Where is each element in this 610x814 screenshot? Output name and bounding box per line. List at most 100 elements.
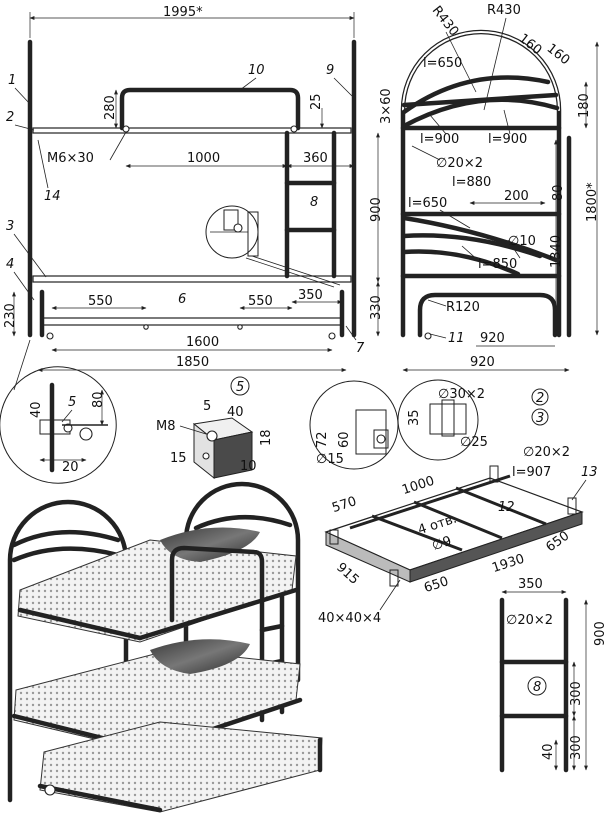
iso-post — [389, 569, 399, 587]
iso-post — [489, 465, 499, 483]
bunk-bed-illustration — [7, 481, 323, 813]
dim-1340: 1340 — [549, 235, 564, 268]
leader — [179, 425, 207, 435]
foot-caster — [424, 332, 432, 340]
dim-arc: l=850 — [478, 257, 517, 272]
detail-bolt — [63, 423, 73, 433]
bracket-plate — [247, 211, 259, 257]
dim-gap: 160 — [544, 41, 573, 68]
leader — [245, 257, 335, 288]
block-hole — [202, 452, 210, 460]
detail-label-circle — [531, 388, 549, 406]
part-number: 1 — [8, 73, 16, 88]
dim-trundle-height: 330 — [369, 295, 384, 320]
part-number: 8 — [310, 195, 318, 210]
dim-tube: ∅20×2 — [523, 445, 570, 460]
bed-arc — [11, 546, 121, 563]
arc-lower — [401, 233, 543, 259]
dim-arc: l=900 — [488, 132, 527, 147]
caster — [46, 332, 54, 340]
dim-60: 60 — [337, 431, 352, 448]
bracket-bolt — [233, 223, 243, 233]
dim-foot-width: 920 — [480, 331, 505, 346]
leader — [345, 325, 357, 341]
detail-roller — [79, 427, 93, 441]
leader — [333, 77, 353, 97]
dim-300a: 300 — [569, 681, 584, 706]
dim-trundle-depth: 350 — [298, 288, 323, 303]
dim-dia25: ∅25 — [460, 435, 488, 450]
upper-frame-rail — [17, 607, 143, 641]
slat-hole — [143, 324, 149, 330]
leader — [439, 209, 471, 229]
dim-arc: l=900 — [420, 132, 459, 147]
upper-guard-rail — [169, 545, 265, 623]
dim-overall-height: 1800* — [585, 182, 600, 222]
dim-5: 5 — [203, 399, 211, 414]
dim-small-dia: ∅10 — [508, 234, 536, 249]
detail-5: 5 M8 5 40 18 15 10 — [156, 376, 274, 480]
dim-300b: 300 — [569, 735, 584, 760]
leader — [251, 255, 341, 286]
dim-1000: 1000 — [400, 474, 436, 498]
detail-label: 5 — [236, 380, 244, 395]
dim-570: 570 — [330, 494, 358, 516]
dim-tube: ∅20×2 — [436, 156, 483, 171]
trundle-wheel — [44, 784, 56, 796]
leader — [461, 245, 481, 263]
dim-650a: 650 — [422, 574, 450, 596]
dim-gap: 160 — [516, 31, 545, 58]
detail-label-circle — [527, 676, 547, 696]
leader — [483, 17, 507, 111]
bed-arch-back — [183, 481, 301, 683]
part-number: 13 — [581, 465, 598, 480]
leader — [411, 145, 441, 161]
dim-dia15: ∅15 — [316, 452, 344, 467]
bed-arc — [11, 529, 121, 548]
dim-200: 200 — [504, 189, 529, 204]
dim-overall-width: 920 — [470, 355, 495, 370]
leader — [571, 479, 587, 501]
detail-label: 3 — [536, 411, 544, 426]
leader — [445, 31, 477, 93]
leader — [13, 271, 35, 301]
leader — [429, 333, 447, 339]
dim-915: 915 — [333, 560, 361, 588]
dim-overall-width: 1995* — [163, 5, 203, 20]
leader — [13, 233, 47, 278]
dim-ladder-width: 350 — [518, 577, 543, 592]
iso-slat — [455, 486, 547, 526]
side-view: R430 R430 l=650 160 160 3×60 180 l=900 l… — [379, 3, 600, 372]
part-number: 5 — [68, 395, 76, 410]
dim-thread: M8 — [156, 419, 176, 434]
iso-slat — [371, 514, 463, 552]
dim-15: 15 — [170, 451, 187, 466]
front-view: 1995* 280 25 M6×30 1000 360 900 330 230 … — [3, 5, 384, 372]
leader — [37, 139, 49, 189]
iso-rail — [349, 474, 511, 530]
dim-arc: l=650 — [408, 196, 447, 211]
dim-80: 80 — [91, 391, 106, 408]
trundle-rail — [37, 783, 163, 813]
dim-18: 18 — [259, 429, 274, 446]
part-number: 9 — [326, 63, 334, 78]
leader — [379, 579, 401, 611]
detail-label: 2 — [536, 391, 544, 406]
detail-label: 8 — [533, 680, 541, 695]
detail-circle — [0, 366, 117, 484]
detail-socket — [429, 403, 467, 435]
trundle-foot — [417, 292, 558, 338]
ladder-detail: 350 ∅20×2 8 900 300 300 40 — [499, 577, 608, 773]
dim-10: 10 — [240, 459, 257, 474]
detail-2-3: 72 60 ∅15 35 ∅30×2 ∅25 2 3 — [309, 379, 549, 470]
leader — [239, 77, 257, 91]
bracket — [223, 209, 239, 231]
leader — [503, 109, 511, 135]
dim-ladder-width: 360 — [303, 151, 328, 166]
dim-1930: 1930 — [490, 552, 526, 576]
dim-length: l=907 — [512, 465, 551, 480]
dim-40: 40 — [541, 743, 556, 760]
trundle-frame — [41, 317, 343, 326]
part-number: 2 — [6, 110, 14, 125]
iso-frame-front — [409, 511, 583, 583]
